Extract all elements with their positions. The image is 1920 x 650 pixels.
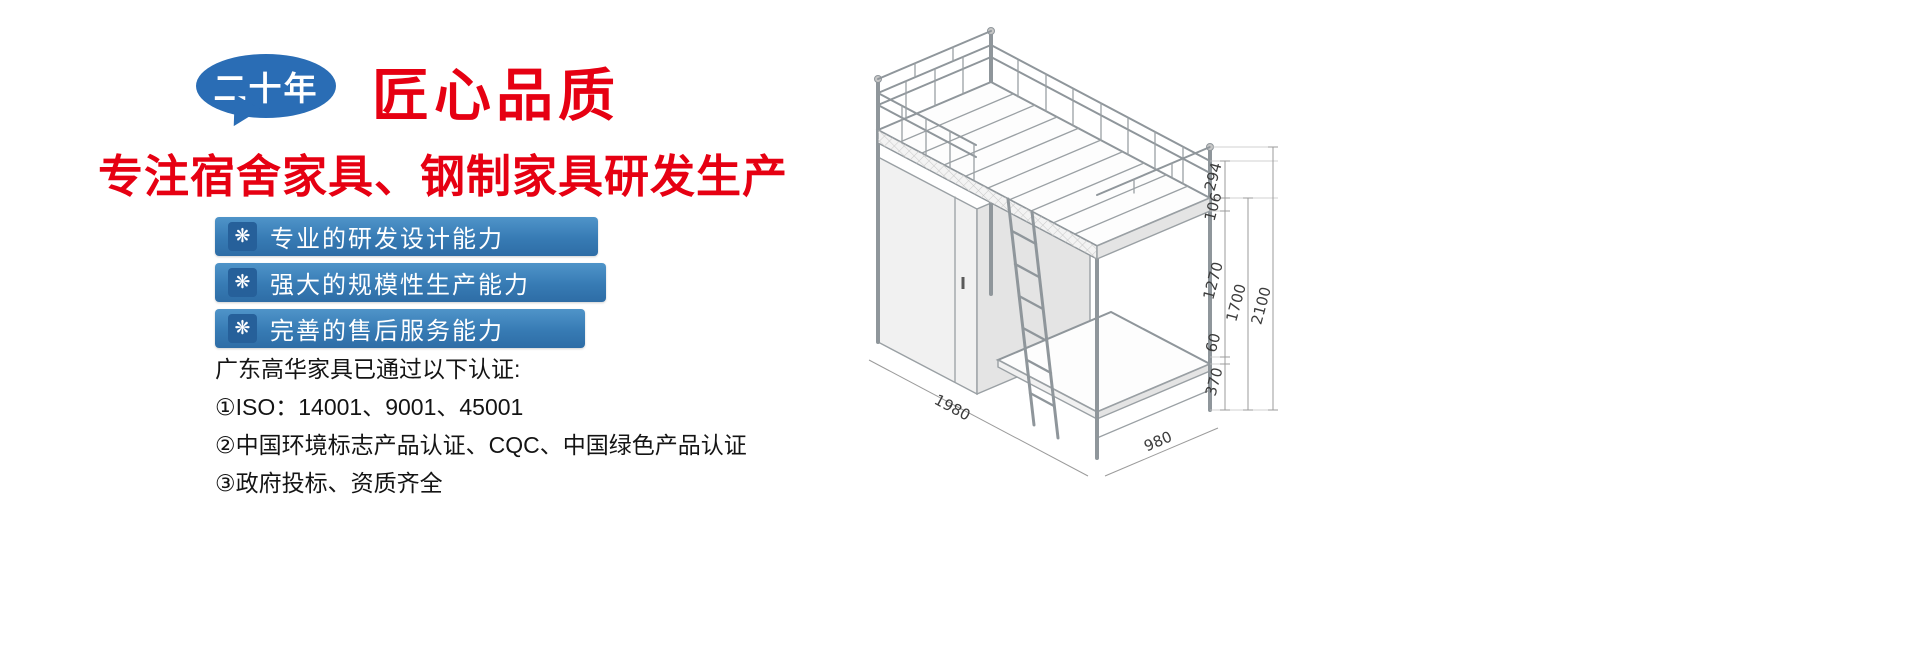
dim-total-height: 2100 — [1248, 285, 1275, 327]
feature-list: ❋ 专业的研发设计能力 ❋ 强大的规模性生产能力 ❋ 完善的售后服务能力 — [215, 217, 606, 348]
dim-length: 1980 — [931, 391, 973, 425]
feature-label: 专业的研发设计能力 — [270, 226, 504, 253]
subtitle: 专注宿舍家具、钢制家具研发生产 — [98, 151, 789, 202]
feature-label: 完善的售后服务能力 — [270, 318, 504, 345]
cert-item-gov: ③政府投标、资质齐全 — [215, 470, 443, 496]
cert-item-iso: ①ISO：14001、9001、45001 — [215, 394, 524, 420]
dim-under-bed-clearance: 1270 — [1200, 260, 1227, 302]
dimension-lines — [868, 146, 1278, 477]
bed-slats — [899, 93, 1189, 235]
feature-label: 强大的规模性生产能力 — [270, 272, 530, 299]
cert-heading: 广东高华家具已通过以下认证: — [215, 356, 521, 382]
flower-icon: ❋ — [228, 314, 257, 343]
page-title: 匠心品质 — [372, 64, 620, 128]
certifications-block: 广东高华家具已通过以下认证: ①ISO：14001、9001、45001 ②中国… — [215, 350, 747, 502]
flower-icon: ❋ — [228, 222, 257, 251]
dim-gap: 60 — [1202, 331, 1224, 354]
mesh-panel — [878, 130, 1097, 259]
dim-bed-surface-height: 1700 — [1223, 282, 1250, 324]
rail-balusters — [901, 56, 1184, 185]
dim-rail-height: 294 — [1201, 161, 1226, 193]
dim-depth: 980 — [1141, 428, 1174, 456]
flower-icon: ❋ — [228, 268, 257, 297]
guard-rails — [877, 30, 1211, 196]
bed-platform — [875, 80, 1213, 261]
feature-bar-rd: ❋ 专业的研发设计能力 — [215, 217, 598, 256]
feature-bar-service: ❋ 完善的售后服务能力 — [215, 309, 585, 348]
cert-item-env: ②中国环境标志产品认证、CQC、中国绿色产品认证 — [215, 432, 747, 458]
loft-bed-drawing: 294 106 1270 1700 2100 60 370 1980 980 — [868, 27, 1278, 477]
feature-bar-production: ❋ 强大的规模性生产能力 — [215, 263, 606, 302]
ladder — [1006, 197, 1060, 440]
years-badge-bubble: 二十年 — [196, 54, 336, 147]
years-badge-label: 二十年 — [213, 70, 319, 107]
